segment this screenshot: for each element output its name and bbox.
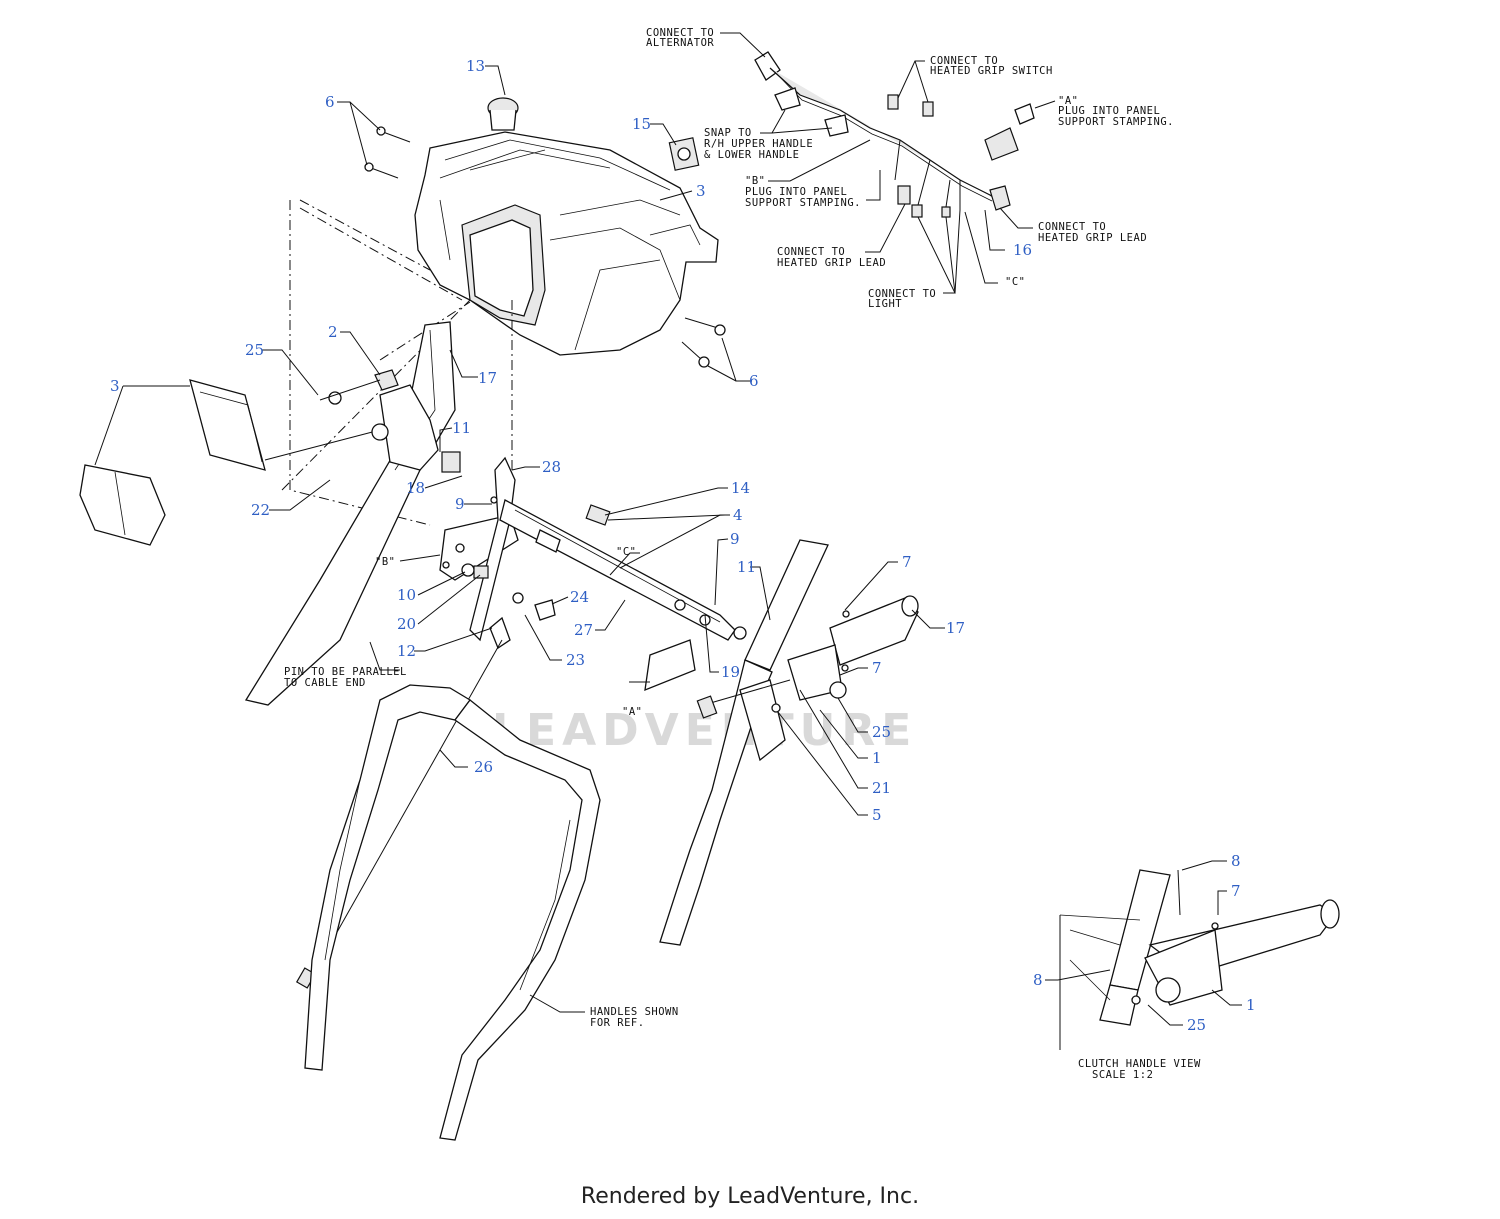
note-c-bar: "C" xyxy=(616,546,636,558)
callout-24: 24 xyxy=(570,588,589,606)
callout-2: 2 xyxy=(328,323,338,341)
note-c-harness: "C" xyxy=(1005,276,1025,288)
callout-9-left: 9 xyxy=(455,495,465,513)
callout-4: 4 xyxy=(733,506,743,524)
footer-credit: Rendered by LeadVenture, Inc. xyxy=(580,1184,920,1209)
callout-6-top: 6 xyxy=(325,93,335,111)
left-upper-handle xyxy=(244,321,461,706)
callout-1: 1 xyxy=(872,749,882,767)
note-heated-grip-switch: CONNECT TO HEATED GRIP SWITCH xyxy=(930,55,1053,77)
callout-1-clutch: 1 xyxy=(1246,996,1256,1014)
callout-23: 23 xyxy=(566,651,585,669)
callout-5: 5 xyxy=(872,806,882,824)
callout-12: 12 xyxy=(397,642,416,660)
callout-8-left: 8 xyxy=(1033,971,1043,989)
callout-26: 26 xyxy=(474,758,493,776)
clutch-handle-view xyxy=(1059,869,1340,1050)
annotation-notes: CONNECT TO ALTERNATOR CONNECT TO HEATED … xyxy=(284,27,1208,1081)
right-upper-handle xyxy=(659,539,919,946)
callout-27: 27 xyxy=(574,621,593,639)
note-plug-b: "B" PLUG INTO PANEL SUPPORT STAMPING. xyxy=(745,175,861,209)
light-assembly-3 xyxy=(79,379,381,546)
callout-17-right: 17 xyxy=(946,619,965,637)
callout-28: 28 xyxy=(542,458,561,476)
note-clutch-handle-view: CLUTCH HANDLE VIEW SCALE 1:2 xyxy=(1078,1058,1208,1081)
callout-numbers: 13 6 15 3 2 25 17 3 11 18 9 22 28 14 4 9… xyxy=(110,57,1256,1034)
note-pin-parallel: PIN TO BE PARALLEL TO CABLE END xyxy=(284,666,414,689)
note-a-bar: "A" xyxy=(622,706,642,718)
callout-17-left: 17 xyxy=(478,369,497,387)
note-connect-light: CONNECT TO LIGHT xyxy=(868,288,943,310)
note-connect-alternator: CONNECT TO ALTERNATOR xyxy=(646,27,721,49)
callout-10: 10 xyxy=(397,586,416,604)
wiring-harness xyxy=(754,51,1035,218)
callout-3-console: 3 xyxy=(696,182,706,200)
note-heated-grip-lead-right: CONNECT TO HEATED GRIP LEAD xyxy=(1038,221,1147,244)
callout-7-mid: 7 xyxy=(872,659,882,677)
screws-6-bottom xyxy=(681,317,726,368)
note-b-bar: "B" xyxy=(375,556,395,568)
panel-support-bracket xyxy=(295,456,747,989)
leader-lines xyxy=(94,32,1242,1026)
callout-11-left: 11 xyxy=(452,419,471,437)
callout-11-right: 11 xyxy=(737,558,756,576)
callout-21: 21 xyxy=(872,779,891,797)
callout-20: 20 xyxy=(397,615,416,633)
note-handles-shown: HANDLES SHOWN FOR REF. xyxy=(590,1006,686,1029)
note-plug-a: "A" PLUG INTO PANEL SUPPORT STAMPING. xyxy=(1058,95,1174,128)
callout-25-left: 25 xyxy=(245,341,264,359)
callout-8-top: 8 xyxy=(1231,852,1241,870)
callout-25-right: 25 xyxy=(872,723,891,741)
callout-22: 22 xyxy=(251,501,270,519)
callout-7-clutch: 7 xyxy=(1231,882,1241,900)
callout-18: 18 xyxy=(406,479,425,497)
callout-19: 19 xyxy=(721,663,740,681)
callout-7-top: 7 xyxy=(902,553,912,571)
lower-handle xyxy=(304,684,601,1141)
switch-15 xyxy=(668,137,700,171)
note-snap-to-handle: SNAP TO R/H UPPER HANDLE & LOWER HANDLE xyxy=(704,127,820,161)
callout-13: 13 xyxy=(466,57,485,75)
callout-6-bottom: 6 xyxy=(749,372,759,390)
callout-3-light: 3 xyxy=(110,377,120,395)
callout-9-right: 9 xyxy=(730,530,740,548)
callout-15: 15 xyxy=(632,115,651,133)
screws-6-top xyxy=(364,126,411,179)
console-panel xyxy=(414,97,719,356)
callout-14: 14 xyxy=(731,479,750,497)
callout-16: 16 xyxy=(1013,241,1032,259)
callout-25-clutch: 25 xyxy=(1187,1016,1206,1034)
note-heated-grip-lead-left: CONNECT TO HEATED GRIP LEAD xyxy=(777,246,886,269)
